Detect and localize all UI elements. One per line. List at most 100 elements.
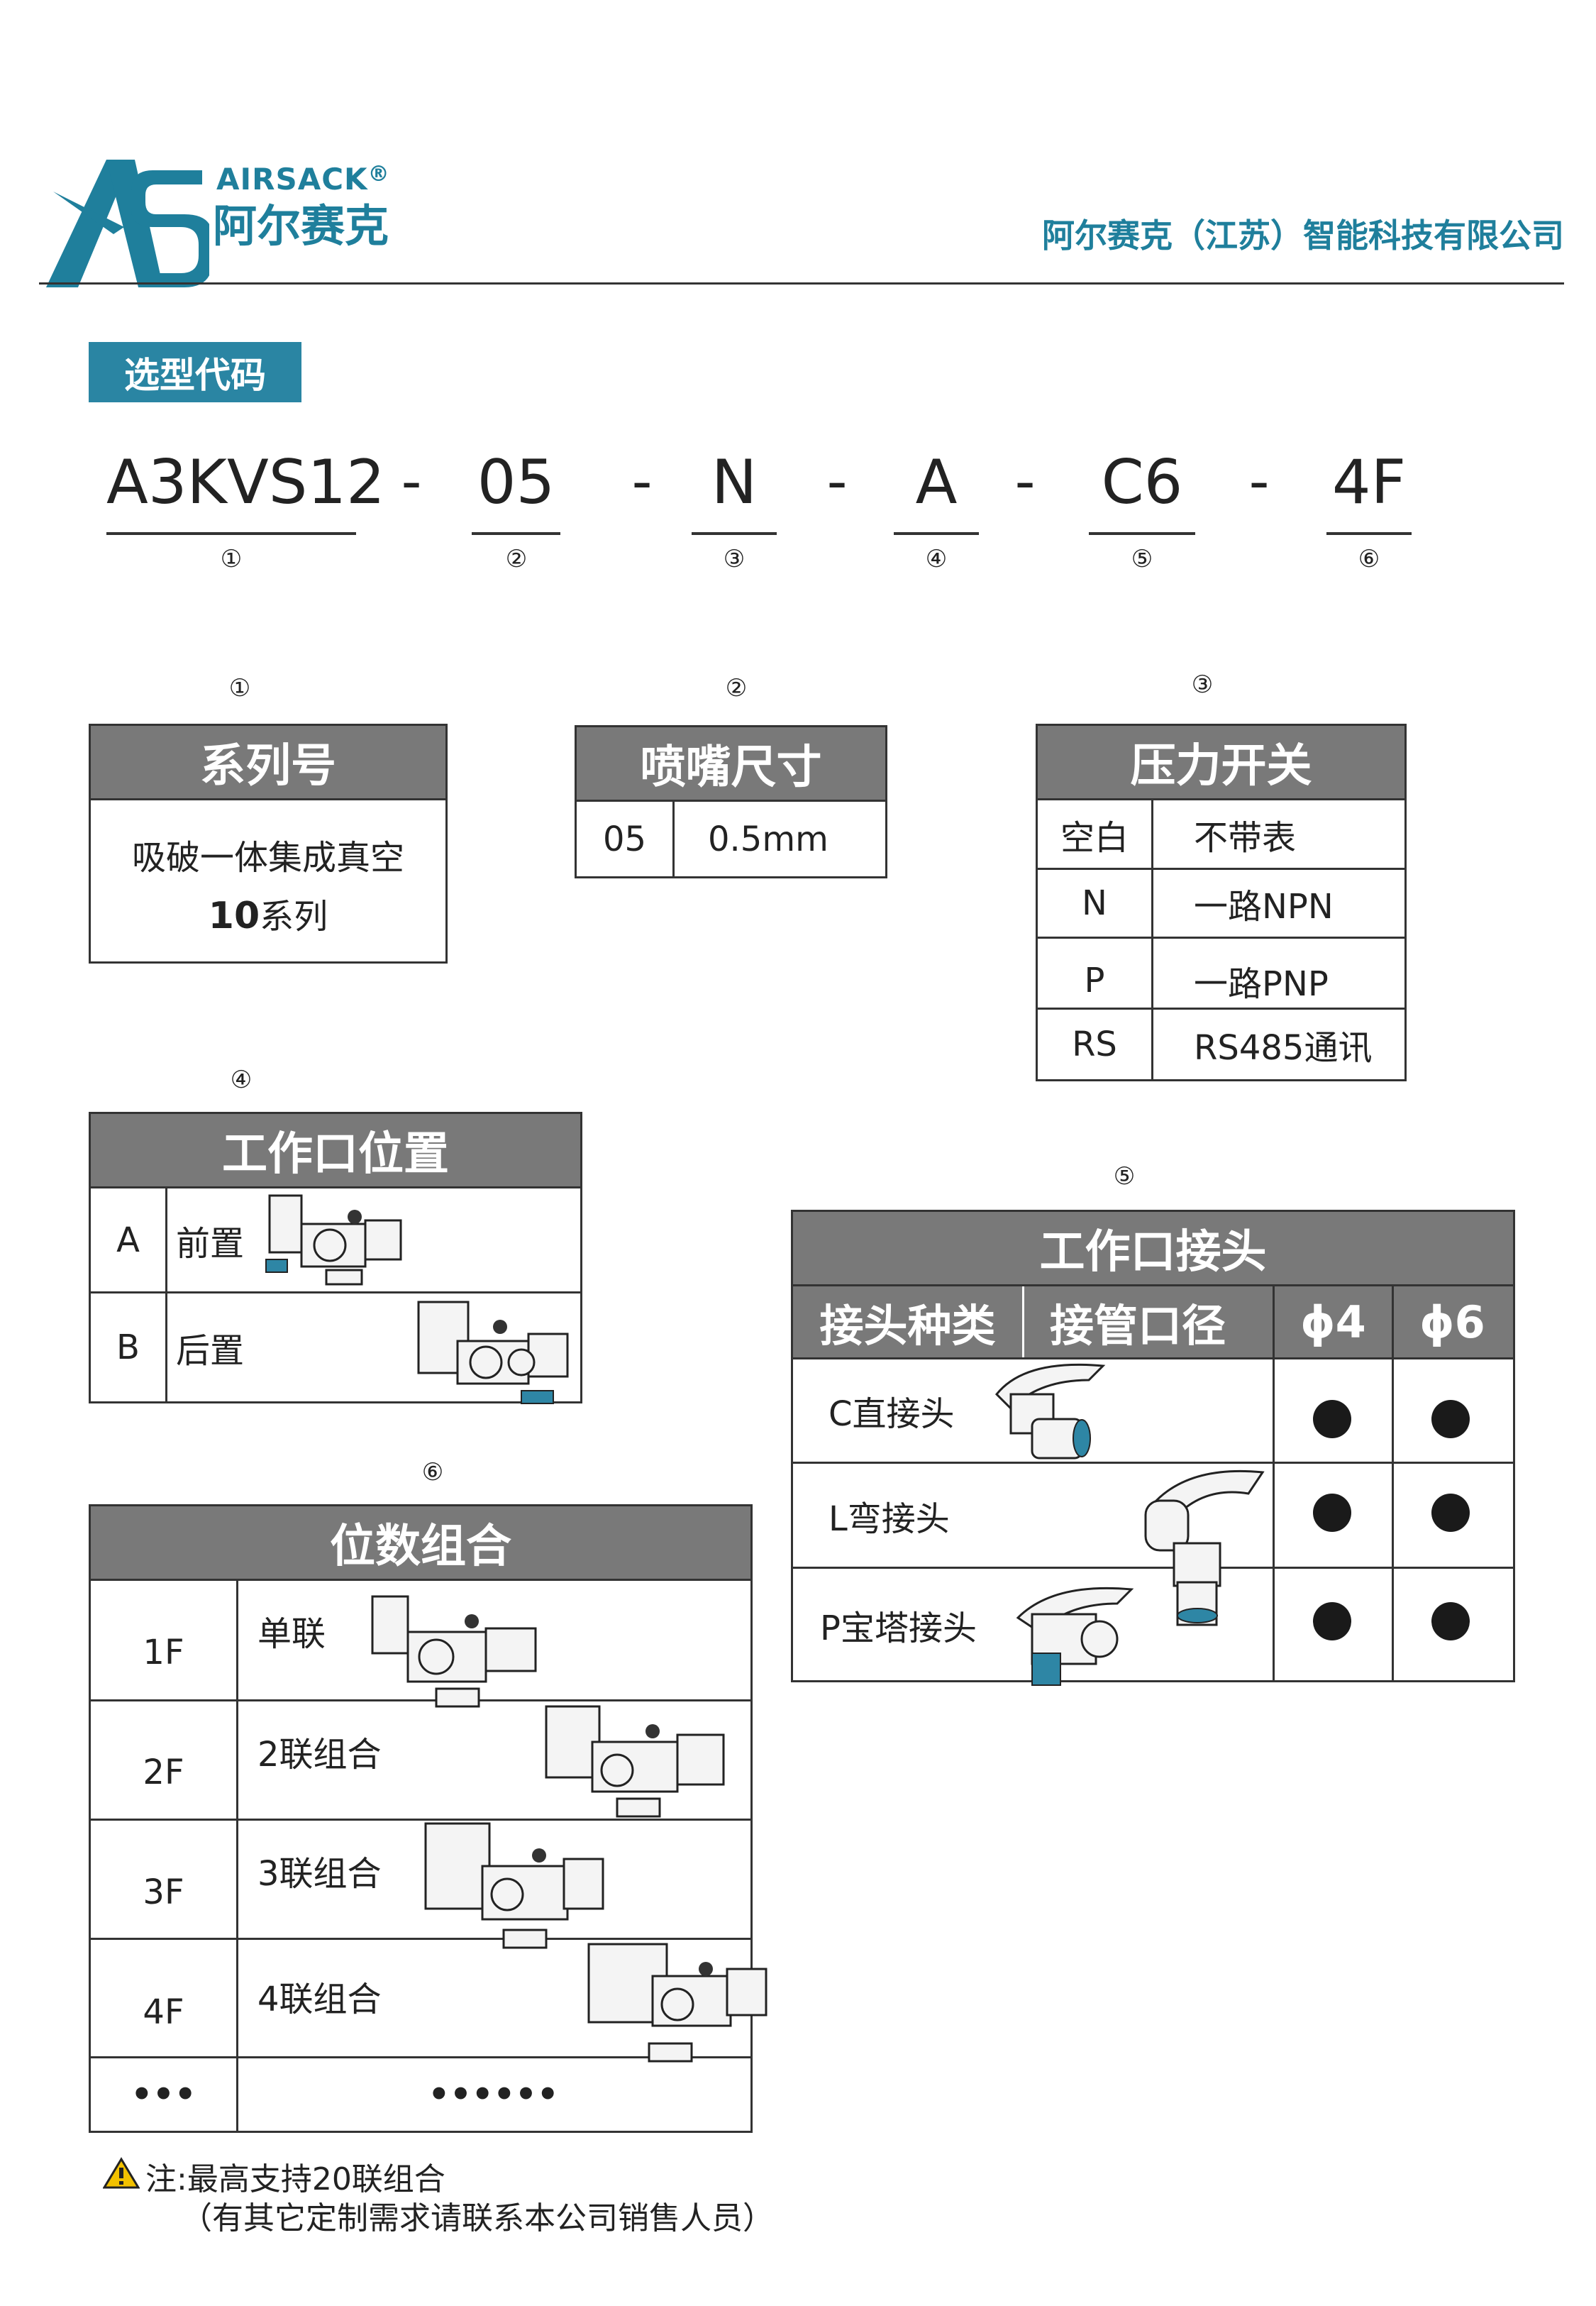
station-code: 1F (143, 1633, 184, 1672)
logo-english-name: AIRSACK® (216, 162, 390, 197)
option-desc: 一路NPN (1194, 887, 1334, 927)
station-code: 4F (143, 1992, 184, 2032)
code-part-stations: 4F (1331, 447, 1407, 518)
code-underline (472, 532, 560, 535)
option-code: P (1084, 960, 1105, 1000)
header-tube-diameter: 接管口径 (1049, 1300, 1226, 1352)
series-line1: 吸破一体集成真空 (131, 838, 404, 878)
port-fitting-table: 工作口接头 接头种类 接管口径 ϕ4 ϕ6 C直接头 L弯接头 P宝塔接头 (791, 1210, 1515, 1682)
code-underline (692, 532, 777, 535)
option-desc: 不带表 (1194, 817, 1297, 858)
divider (1038, 937, 1404, 939)
divider (1038, 1008, 1404, 1010)
code-marker: ⑤ (1131, 545, 1153, 573)
option-code: RS (1072, 1025, 1117, 1064)
code-part-series: A3KVS12 (106, 447, 385, 518)
table-title: 喷嘴尺寸 (577, 727, 885, 802)
section-title-badge: 选型代码 (89, 342, 301, 402)
code-underline (106, 532, 356, 535)
note-line2: （有其它定制需求请联系本公司销售人员） (181, 2200, 774, 2236)
code-separator: - (826, 448, 848, 514)
valve-rear-port-image (417, 1301, 569, 1404)
divider (1392, 1286, 1394, 1680)
divider (91, 1938, 750, 1940)
station-code: 3F (143, 1872, 184, 1912)
divider (91, 1699, 750, 1701)
available-dot (1313, 1602, 1351, 1640)
table-marker: ③ (1191, 671, 1214, 699)
pressure-switch-table: 压力开关 空白 不带表 N 一路NPN P 一路PNP RS RS485通讯 (1036, 724, 1407, 1081)
divider (793, 1567, 1513, 1569)
header-phi6: ϕ6 (1419, 1296, 1485, 1348)
divider (1038, 868, 1404, 870)
fitting-type: P宝塔接头 (820, 1608, 977, 1648)
station-count-table: 位数组合 1F 单联 2F 2联组合 3F 3联组合 4F 4联组合 ••• •… (89, 1504, 753, 2133)
option-desc: 前置 (176, 1223, 245, 1264)
code-part-port-position: A (915, 447, 958, 518)
code-underline (1089, 532, 1195, 535)
nozzle-code: 05 (602, 819, 647, 859)
available-dot (1431, 1494, 1470, 1532)
manifold-3-station-image (424, 1822, 604, 1949)
code-marker: ① (220, 545, 243, 573)
code-marker: ③ (723, 545, 746, 573)
option-code: A (116, 1220, 140, 1260)
manifold-1-station-image (371, 1595, 537, 1708)
available-dot (1431, 1400, 1470, 1438)
station-desc: 3联组合 (257, 1854, 382, 1894)
option-code: B (116, 1328, 140, 1367)
option-code: 空白 (1060, 817, 1129, 858)
station-desc: 单联 (257, 1614, 326, 1654)
header-divider (39, 282, 1564, 285)
table-marker: ② (725, 674, 748, 702)
divider (672, 802, 675, 876)
table-marker: ⑥ (421, 1458, 444, 1486)
airsack-logo-icon (46, 160, 209, 287)
manifold-4-station-image (587, 1943, 767, 2063)
logo-chinese-name: 阿尔赛克 (213, 200, 389, 252)
note-line1: 注:最高支持20联组合 (145, 2161, 445, 2197)
elbow-fitting-image (1144, 1469, 1265, 1626)
header-fitting-type: 接头种类 (819, 1300, 996, 1352)
station-code: 2F (143, 1753, 184, 1792)
warning-icon (103, 2157, 140, 2189)
station-desc-ellipsis: •••••• (428, 2075, 559, 2114)
valve-front-port-image (265, 1194, 402, 1286)
code-separator: - (631, 448, 653, 514)
option-desc: 一路PNP (1194, 964, 1329, 1004)
station-code-ellipsis: ••• (131, 2075, 196, 2114)
station-desc: 4联组合 (257, 1980, 382, 2019)
table-title: 系列号 (91, 726, 445, 800)
table-marker: ① (228, 674, 251, 702)
available-dot (1313, 1494, 1351, 1532)
table-title: 工作口位置 (91, 1114, 580, 1188)
series-line2: 10系列 (208, 895, 328, 937)
code-marker: ⑥ (1358, 545, 1380, 573)
code-separator: - (1248, 448, 1270, 514)
header-phi4: ϕ4 (1300, 1296, 1366, 1348)
manifold-2-station-image (545, 1705, 725, 1818)
code-underline (1326, 532, 1412, 535)
code-part-pressure-switch: N (711, 447, 758, 518)
divider (91, 1291, 580, 1293)
table-title: 位数组合 (91, 1506, 750, 1581)
code-separator: - (401, 448, 422, 514)
fitting-type: C直接头 (829, 1394, 955, 1434)
available-dot (1313, 1400, 1351, 1438)
company-name: 阿尔赛克（江苏）智能科技有限公司 (1042, 216, 1564, 255)
table-title: 工作口接头 (793, 1212, 1513, 1286)
option-code: N (1082, 883, 1107, 923)
code-underline (894, 532, 979, 535)
option-desc: RS485通讯 (1194, 1028, 1373, 1068)
table-marker: ⑤ (1113, 1162, 1136, 1191)
table-title: 压力开关 (1038, 726, 1404, 800)
divider (1273, 1286, 1275, 1680)
code-part-fitting: C6 (1101, 447, 1183, 518)
divider (91, 2056, 750, 2058)
option-desc: 后置 (176, 1331, 245, 1371)
code-marker: ④ (925, 545, 948, 573)
divider (1151, 800, 1153, 1079)
straight-fitting-image (994, 1363, 1106, 1460)
series-description: 吸破一体集成真空 10系列 (91, 800, 445, 946)
divider (165, 1188, 167, 1401)
